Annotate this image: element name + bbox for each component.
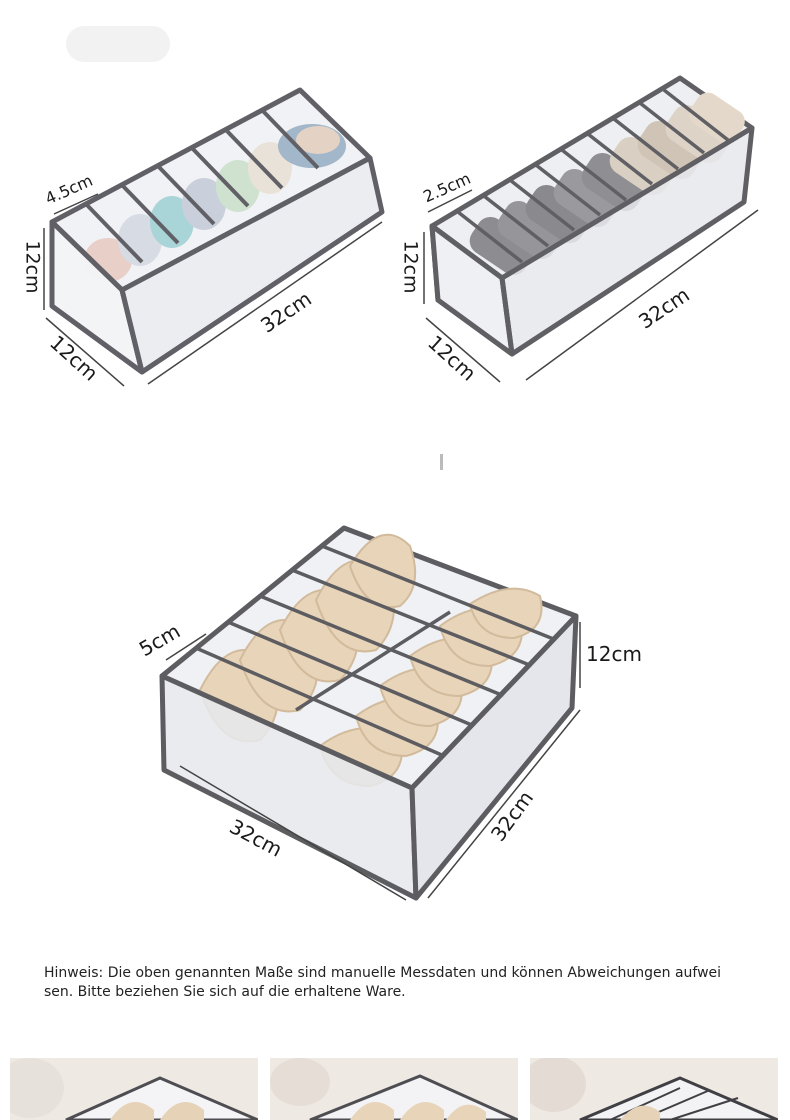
dimension-lines xyxy=(43,193,383,387)
product-thumbnail-2[interactable] xyxy=(270,1058,518,1120)
product-thumbnail-3[interactable] xyxy=(530,1058,778,1120)
measurement-disclaimer: Hinweis: Die oben genannten Maße sind ma… xyxy=(44,965,722,1000)
product-thumbnail-1[interactable] xyxy=(10,1058,258,1120)
dim-height: 12cm xyxy=(586,642,642,666)
rolled-underwear xyxy=(84,124,346,282)
watermark-logo xyxy=(66,26,170,62)
